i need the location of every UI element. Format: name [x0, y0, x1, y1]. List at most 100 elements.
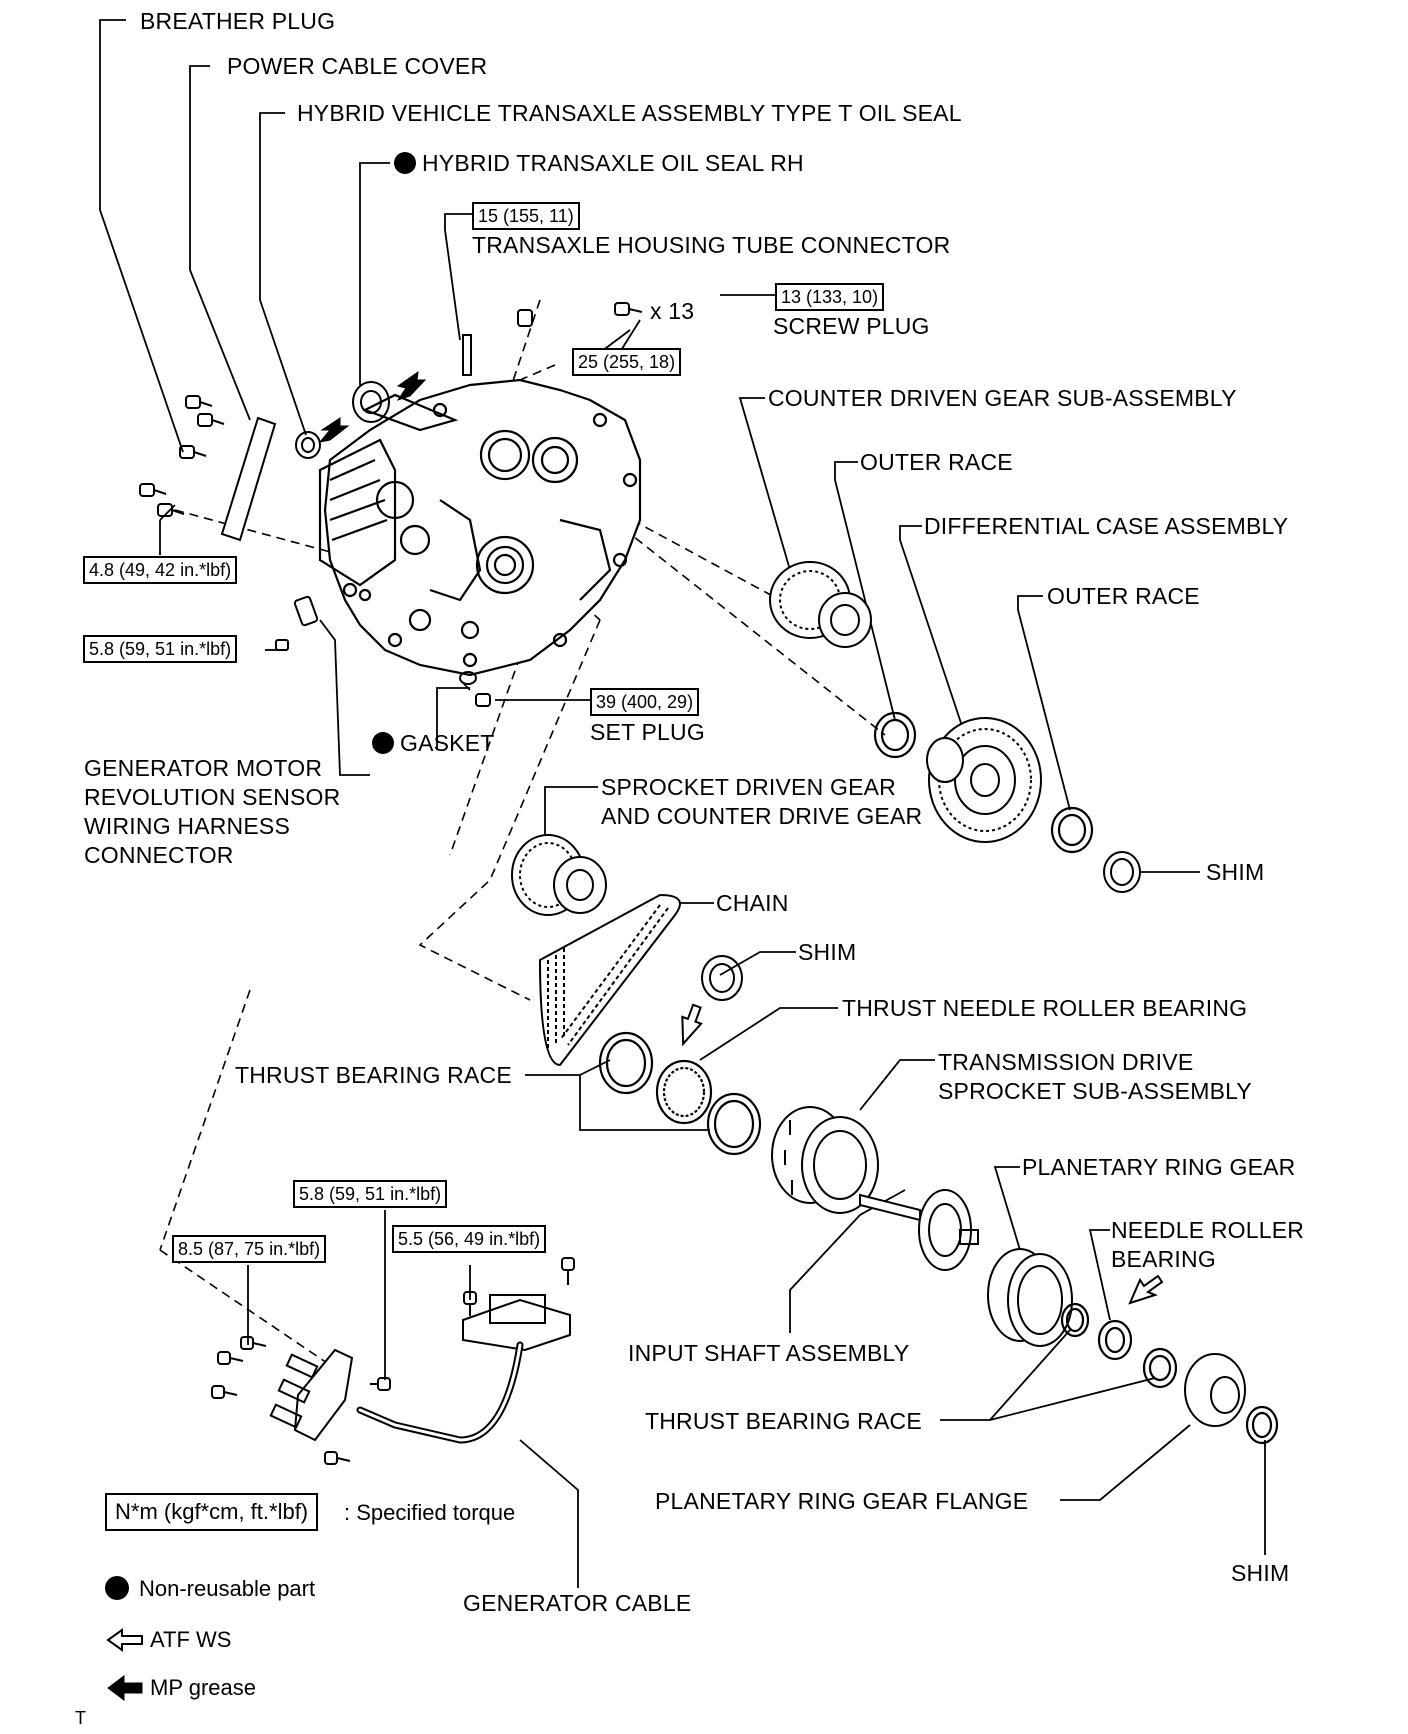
- cable-bolts: [211, 1257, 575, 1465]
- legend-icons: [105, 1576, 143, 1701]
- bolt-icon: [561, 1257, 575, 1285]
- label-drive-sprocket-line2: SPROCKET SUB-ASSEMBLY: [938, 1078, 1252, 1104]
- differential-case-part: [926, 717, 1042, 843]
- shim-part-2: [701, 955, 743, 1001]
- needle-roller-bearing-part: [1097, 1319, 1133, 1361]
- filled-circle-icon: [394, 152, 416, 174]
- label-chain: CHAIN: [716, 890, 789, 916]
- chain-part: [538, 893, 681, 1067]
- solid-arrow-icon: [107, 1675, 143, 1701]
- label-bolt-count: x 13: [650, 298, 695, 324]
- label-needle-roller-line1: NEEDLE ROLLER: [1111, 1217, 1305, 1243]
- label-gasket: GASKET: [372, 730, 495, 756]
- label-oil-seal-rh: HYBRID TRANSAXLE OIL SEAL RH: [394, 150, 804, 176]
- label-gen-sensor-line1: GENERATOR MOTOR: [84, 755, 323, 781]
- bolt-icon: [185, 395, 213, 409]
- hollow-arrow-icon: [106, 1628, 143, 1652]
- bolt-icon: [211, 1385, 238, 1399]
- label-thrust-race-1: THRUST BEARING RACE: [235, 1062, 512, 1088]
- solid-arrow-icon: [318, 417, 350, 443]
- label-gen-sensor-line2: REVOLUTION SENSOR: [84, 784, 341, 810]
- oil-seal-part: [295, 431, 321, 459]
- label-shim-2: SHIM: [798, 939, 857, 965]
- label-shim-3: SHIM: [1231, 1560, 1290, 1586]
- leader-lines: [99, 19, 1266, 1588]
- legend-non-reusable: Non-reusable part: [139, 1576, 316, 1601]
- label-thrust-race-2: THRUST BEARING RACE: [645, 1408, 922, 1434]
- label-shim-1: SHIM: [1206, 859, 1265, 885]
- legend-torque-desc: : Specified torque: [344, 1500, 516, 1525]
- label-breather-plug: BREATHER PLUG: [140, 8, 336, 34]
- label-ring-flange: PLANETARY RING GEAR FLANGE: [655, 1488, 1029, 1514]
- outer-race-part-2: [1050, 806, 1094, 854]
- label-gen-sensor-line4: CONNECTOR: [84, 842, 234, 868]
- transmission-drive-sprocket-part: [771, 1106, 879, 1214]
- bolt-icon: [217, 1351, 244, 1365]
- bolt-icon: [324, 1451, 351, 1465]
- label-outer-race-1: OUTER RACE: [860, 449, 1013, 475]
- filled-circle-icon: [372, 732, 394, 754]
- torque-cable-bolt-b: 8.5 (87, 75 in.*lbf): [172, 1235, 327, 1263]
- generator-cable-part: [269, 1294, 571, 1444]
- thrust-bearing-race-part: [598, 1031, 654, 1095]
- power-cable-cover-part: [220, 416, 277, 542]
- thrust-needle-roller-bearing-part: [655, 1059, 713, 1125]
- housing-hardware: [139, 302, 643, 707]
- label-drive-sprocket-line1: TRANSMISSION DRIVE: [938, 1049, 1194, 1075]
- planetary-ring-gear-flange-part: [1184, 1353, 1246, 1427]
- torque-sensor-bolt: 5.8 (59, 51 in.*lbf): [83, 635, 238, 663]
- hollow-arrow-icon: [1128, 1274, 1164, 1305]
- label-gasket-text: GASKET: [400, 730, 495, 756]
- label-type-t-oil-seal: HYBRID VEHICLE TRANSAXLE ASSEMBLY TYPE T…: [297, 100, 962, 126]
- sprocket-driven-gear-part: [511, 834, 607, 916]
- grease-arrows: [318, 370, 1164, 1305]
- shim-part: [1103, 851, 1141, 893]
- torque-cable-bolt-a: 5.8 (59, 51 in.*lbf): [293, 1180, 448, 1208]
- label-set-plug: SET PLUG: [590, 719, 705, 745]
- filled-circle-icon: [105, 1576, 129, 1600]
- shim-part-3: [1245, 1405, 1279, 1445]
- bolt-icon: [197, 413, 225, 427]
- legend-grease: MP grease: [150, 1675, 256, 1700]
- torque-set-plug: 39 (400, 29): [590, 688, 700, 716]
- thrust-bearing-race-part-3: [1060, 1302, 1090, 1338]
- legend-torque-unit: N*m (kgf*cm, ft.*lbf): [105, 1493, 319, 1531]
- label-sprocket-line1: SPROCKET DRIVEN GEAR: [601, 774, 896, 800]
- legend-atf: ATF WS: [150, 1627, 232, 1652]
- label-thrust-needle: THRUST NEEDLE ROLLER BEARING: [842, 995, 1248, 1021]
- torque-cable-bolt-c: 5.5 (56, 49 in.*lbf): [392, 1225, 547, 1253]
- torque-screw-plug: 13 (133, 10): [775, 283, 885, 311]
- label-tube-connector: TRANSAXLE HOUSING TUBE CONNECTOR: [472, 232, 951, 258]
- label-power-cable-cover: POWER CABLE COVER: [227, 53, 488, 79]
- label-counter-driven-gear: COUNTER DRIVEN GEAR SUB-ASSEMBLY: [768, 385, 1237, 411]
- outer-race-part: [873, 711, 917, 759]
- input-shaft-part: [859, 1189, 979, 1271]
- label-oil-seal-rh-text: HYBRID TRANSAXLE OIL SEAL RH: [422, 150, 804, 176]
- label-gen-sensor-line3: WIRING HARNESS: [84, 813, 290, 839]
- hollow-arrow-icon: [681, 1003, 703, 1047]
- corner-mark: T: [75, 1708, 87, 1728]
- bolt-icon: [463, 1291, 477, 1316]
- planetary-ring-gear-part: [987, 1248, 1073, 1347]
- torque-cover-bolts: 4.8 (49, 42 in.*lbf): [83, 556, 238, 584]
- bolt-icon: [157, 503, 185, 517]
- solid-arrow-icon: [396, 370, 427, 401]
- torque-tube-connector: 15 (155, 11): [472, 202, 580, 230]
- label-needle-roller-line2: BEARING: [1111, 1246, 1216, 1272]
- bolt-icon: [240, 1336, 267, 1350]
- label-planetary-ring: PLANETARY RING GEAR: [1022, 1154, 1296, 1180]
- label-differential-case: DIFFERENTIAL CASE ASSEMBLY: [924, 513, 1289, 539]
- counter-driven-gear-part: [769, 561, 872, 648]
- bolt-icon: [179, 445, 207, 459]
- bolt-icon: [139, 483, 167, 497]
- thrust-bearing-race-part-2: [706, 1092, 762, 1156]
- label-sprocket-line2: AND COUNTER DRIVE GEAR: [601, 803, 923, 829]
- thrust-bearing-race-part-4: [1142, 1347, 1178, 1389]
- torque-housing-bolts: 25 (255, 18): [572, 348, 682, 376]
- label-outer-race-2: OUTER RACE: [1047, 583, 1200, 609]
- label-screw-plug: SCREW PLUG: [773, 313, 930, 339]
- label-generator-cable: GENERATOR CABLE: [463, 1590, 692, 1616]
- label-input-shaft: INPUT SHAFT ASSEMBLY: [628, 1340, 910, 1366]
- oil-seal-rh-part: [352, 381, 390, 423]
